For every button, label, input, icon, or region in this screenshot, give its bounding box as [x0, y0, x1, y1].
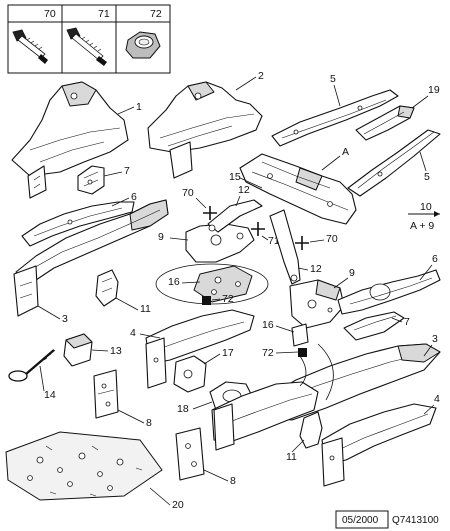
bolt-flanged-icon — [12, 29, 48, 64]
callout-9-centre: 9 — [158, 231, 164, 243]
detail-oval-16 — [155, 263, 269, 305]
callout-3-right: 3 — [432, 333, 438, 345]
part-17-bracket — [173, 355, 207, 393]
arrow-right-icon — [434, 211, 440, 217]
callout-72-oval: 72 — [222, 293, 234, 305]
note-bottom: A + 9 — [410, 220, 434, 232]
square-marker-icon — [298, 348, 307, 357]
part-5-upper-rail — [271, 89, 399, 147]
fastener-70-label: 70 — [44, 8, 56, 20]
part-5-lower-rail — [347, 129, 441, 197]
fastener-markers: 70 71 70 — [182, 187, 338, 250]
part-11-bracket-right — [299, 411, 323, 449]
part-13-block — [63, 333, 93, 367]
part-9-gusset-right — [289, 279, 345, 329]
callout-8-bottom: 8 — [230, 475, 236, 487]
callout-11-left: 11 — [140, 303, 151, 315]
callout-12-centre: 12 — [238, 184, 250, 196]
callout-18: 18 — [177, 403, 189, 415]
callout-19: 19 — [428, 84, 440, 96]
callout-20: 20 — [172, 499, 184, 511]
nut-icon — [125, 31, 161, 59]
part-7-bracket-left — [77, 165, 105, 195]
footer: 05/2000 Q7413100 — [335, 510, 439, 529]
callout-7-right: 7 — [404, 316, 410, 328]
plus-marker-icon — [251, 222, 265, 236]
part-7-bracket-right — [343, 311, 405, 341]
callout-17: 17 — [222, 347, 234, 359]
part-8-mount-left — [93, 369, 119, 419]
callout-1: 1 — [136, 101, 142, 113]
callout-70-centre: 70 — [182, 187, 194, 199]
footer-date: 05/2000 — [342, 515, 379, 526]
callout-3-left: 3 — [62, 313, 68, 325]
fastener-72-label: 72 — [150, 8, 162, 20]
part-8-mount-bottom — [175, 427, 205, 481]
callout-71: 71 — [268, 235, 280, 247]
part-4-member-left — [145, 309, 255, 389]
part-A-crossmember — [239, 153, 357, 225]
callout-16-right: 16 — [262, 319, 274, 331]
plus-marker-icon — [295, 236, 309, 250]
replacement-note: 10 A + 9 — [408, 201, 440, 232]
callout-5-right: 5 — [424, 171, 430, 183]
part-4-member-right — [321, 403, 437, 487]
part-19-reinforcement — [355, 105, 415, 141]
callout-14: 14 — [44, 389, 56, 401]
plus-marker-icon — [203, 206, 217, 220]
square-marker-icon — [202, 296, 211, 305]
callout-72-right: 72 — [262, 347, 274, 359]
callout-15: 15 — [229, 171, 241, 183]
callout-13: 13 — [110, 345, 122, 357]
callout-12-right: 12 — [310, 263, 322, 275]
part-centre-assembly — [211, 381, 319, 451]
part-14-towing-eye — [8, 349, 56, 382]
part-11-bracket-left — [95, 269, 119, 307]
callout-5-top: 5 — [330, 73, 336, 85]
part-16-plate-right — [291, 323, 309, 357]
callout-2: 2 — [258, 70, 264, 82]
callout-8-left: 8 — [146, 417, 152, 429]
fastener-71-label: 71 — [98, 8, 110, 20]
part-20-repair-kit — [5, 431, 163, 501]
part-6-member-right — [337, 269, 441, 315]
callout-9-right: 9 — [349, 267, 355, 279]
part-12-strut-right — [269, 209, 301, 285]
part-1-front-tower — [11, 81, 129, 199]
callout-4-left: 4 — [130, 327, 136, 339]
callout-16-oval: 16 — [168, 276, 180, 288]
part-2-front-tower — [147, 81, 263, 179]
callout-7-left: 7 — [124, 165, 130, 177]
callout-70-right: 70 — [326, 233, 338, 245]
fastener-legend-box: 70 71 72 — [7, 4, 171, 74]
part-6-member-left — [21, 201, 135, 247]
callout-6-left: 6 — [131, 191, 137, 203]
note-top: 10 — [420, 201, 432, 213]
part-12-strut-centre — [207, 199, 263, 233]
callout-6-right: 6 — [432, 253, 438, 265]
footer-code: Q7413100 — [392, 515, 439, 526]
callout-4-right: 4 — [434, 393, 440, 405]
bolt-long-icon — [66, 27, 107, 66]
callout-11-right: 11 — [286, 451, 297, 463]
callout-A: A — [342, 146, 349, 158]
part-3-side-member-left — [13, 199, 169, 317]
